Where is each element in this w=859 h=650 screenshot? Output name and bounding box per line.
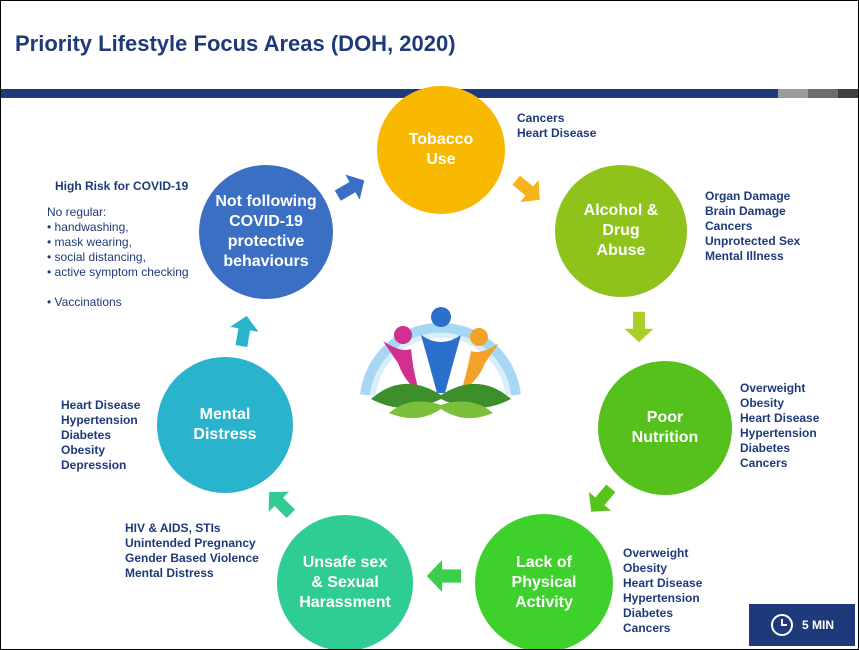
effects-tobacco: Cancers Heart Disease: [517, 111, 596, 141]
effect-item: Overweight: [623, 546, 689, 560]
rule-segment-dark: [838, 89, 858, 98]
effect-item: Unintended Pregnancy: [125, 536, 256, 550]
covid-note-heading: High Risk for COVID-19: [55, 179, 189, 193]
arrow-activity-to-unsafe-sex: [426, 559, 462, 593]
slide-title: Priority Lifestyle Focus Areas (DOH, 202…: [15, 31, 456, 56]
effect-item: Obesity: [61, 443, 106, 457]
effect-item: Diabetes: [623, 606, 674, 620]
effect-item: Hypertension: [623, 591, 700, 605]
effect-item: Cancers: [517, 111, 565, 125]
node-line: Distress: [193, 426, 257, 443]
arrow-nutrition-to-activity: [588, 484, 616, 512]
node-line: Nutrition: [631, 429, 699, 446]
effect-item: HIV & AIDS, STIs: [125, 521, 221, 535]
node-line: Alcohol &: [583, 202, 659, 219]
effect-item: Diabetes: [740, 441, 791, 455]
covid-note-spacer: [47, 280, 189, 295]
rule-segment-mid: [808, 89, 838, 98]
effect-item: Depression: [61, 458, 127, 472]
covid-note-list: No regular: • handwashing, • mask wearin…: [47, 205, 189, 310]
node-line: Tobacco: [408, 131, 474, 148]
effect-item: Organ Damage: [705, 189, 791, 203]
effect-item: Obesity: [623, 561, 668, 575]
effect-item: Brain Damage: [705, 204, 786, 218]
effect-item: Hypertension: [740, 426, 817, 440]
effect-item: Heart Disease: [740, 411, 820, 425]
effect-item: Diabetes: [61, 428, 112, 442]
effect-item: Heart Disease: [61, 398, 141, 412]
arrow-mental-to-covid: [230, 315, 259, 348]
covid-note-item: • social distancing,: [47, 250, 146, 264]
node-line: behaviours: [223, 253, 309, 270]
title-rule: [1, 89, 778, 98]
node-line: Use: [426, 151, 456, 168]
effect-item: Heart Disease: [517, 126, 597, 140]
effect-item: Cancers: [705, 219, 753, 233]
wellness-people-logo: [360, 307, 521, 419]
timer-badge: 5 MIN: [749, 604, 855, 646]
node-line: & Sexual: [311, 574, 379, 591]
covid-note-item: • active symptom checking: [47, 265, 189, 279]
effect-item: Obesity: [740, 396, 785, 410]
node-line: Unsafe sex: [302, 554, 388, 571]
node-line: Harassment: [299, 594, 391, 611]
node-line: Mental: [199, 406, 251, 423]
clock-icon: [770, 614, 793, 636]
effect-item: Gender Based Violence: [125, 551, 259, 565]
node-line: Drug: [602, 222, 640, 239]
timer-label: 5 MIN: [801, 618, 834, 632]
effect-item: Mental Illness: [705, 249, 784, 263]
effect-item: Cancers: [623, 621, 671, 635]
arrow-covid-to-tobacco: [334, 174, 365, 201]
effect-item: Hypertension: [61, 413, 138, 427]
effect-item: Mental Distress: [125, 566, 214, 580]
effect-item: Heart Disease: [623, 576, 703, 590]
effects-alcohol: Organ Damage Brain Damage Cancers Unprot…: [705, 189, 800, 264]
node-line: Poor: [646, 409, 684, 426]
arrow-alcohol-to-nutrition: [624, 311, 654, 343]
effect-item: Overweight: [740, 381, 806, 395]
effects-unsafe-sex: HIV & AIDS, STIs Unintended Pregnancy Ge…: [125, 521, 259, 581]
covid-note-item: • handwashing,: [47, 220, 129, 234]
arrow-tobacco-to-alcohol: [512, 175, 540, 203]
effects-nutrition: Overweight Obesity Heart Disease Hyperte…: [740, 381, 819, 471]
covid-note-item: No regular:: [47, 205, 107, 219]
effect-item: Cancers: [740, 456, 788, 470]
effects-activity: Overweight Obesity Heart Disease Hyperte…: [623, 546, 702, 636]
node-line: Activity: [515, 594, 573, 611]
effect-item: Unprotected Sex: [705, 234, 801, 248]
node-line: Lack of: [515, 554, 572, 571]
node-line: protective: [227, 233, 305, 250]
covid-note-item: • Vaccinations: [47, 295, 122, 309]
covid-note-item: • mask wearing,: [47, 235, 132, 249]
node-line: COVID-19: [229, 213, 303, 230]
rule-segment-light: [778, 89, 808, 98]
node-line: Not following: [215, 193, 317, 210]
arrow-unsafe-sex-to-mental: [268, 491, 296, 519]
node-line: Abuse: [596, 242, 646, 259]
node-line: Physical: [511, 574, 577, 591]
effects-mental-distress: Heart Disease Hypertension Diabetes Obes…: [61, 398, 140, 473]
